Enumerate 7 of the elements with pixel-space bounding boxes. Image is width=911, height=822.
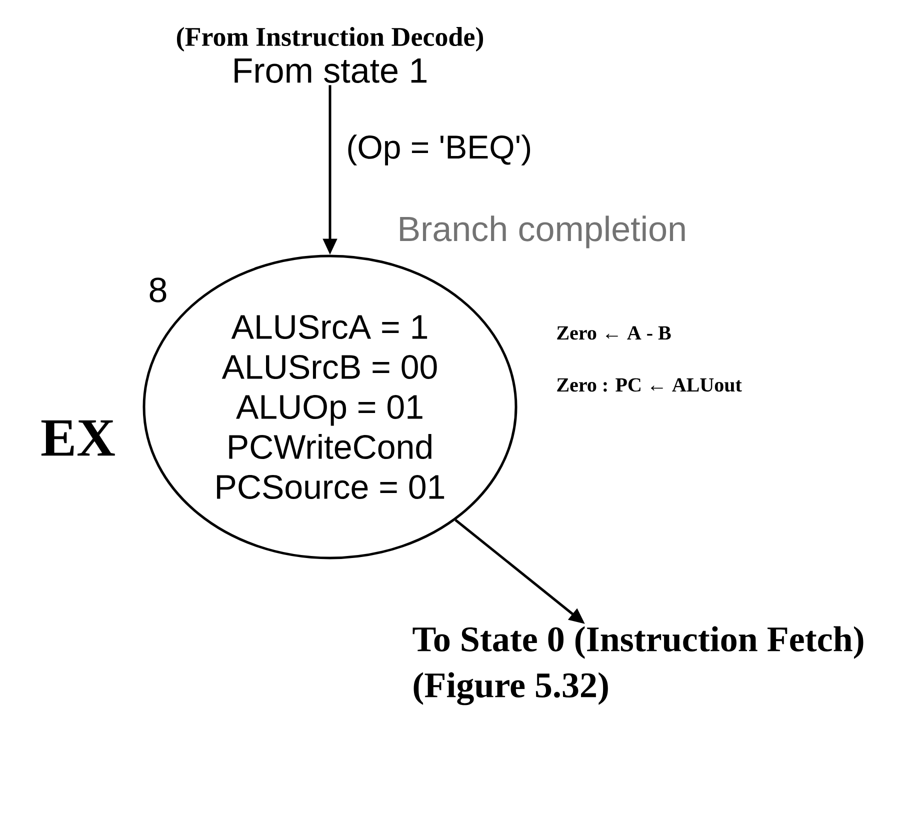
target-state-label: To State 0 (Instruction Fetch) (Figure 5.32) xyxy=(412,626,864,706)
state-label: (From Instruction Decode) From state 1 xyxy=(176,27,484,83)
state-name: Branch completion xyxy=(400,216,685,248)
edge-label: (Op = 'BEQ') xyxy=(348,134,530,166)
register-transfer: Zero ← A - B xyxy=(557,326,671,340)
register-transfer: Zero : PC ← ALUout xyxy=(557,378,742,392)
state-number: 8 xyxy=(150,278,166,302)
